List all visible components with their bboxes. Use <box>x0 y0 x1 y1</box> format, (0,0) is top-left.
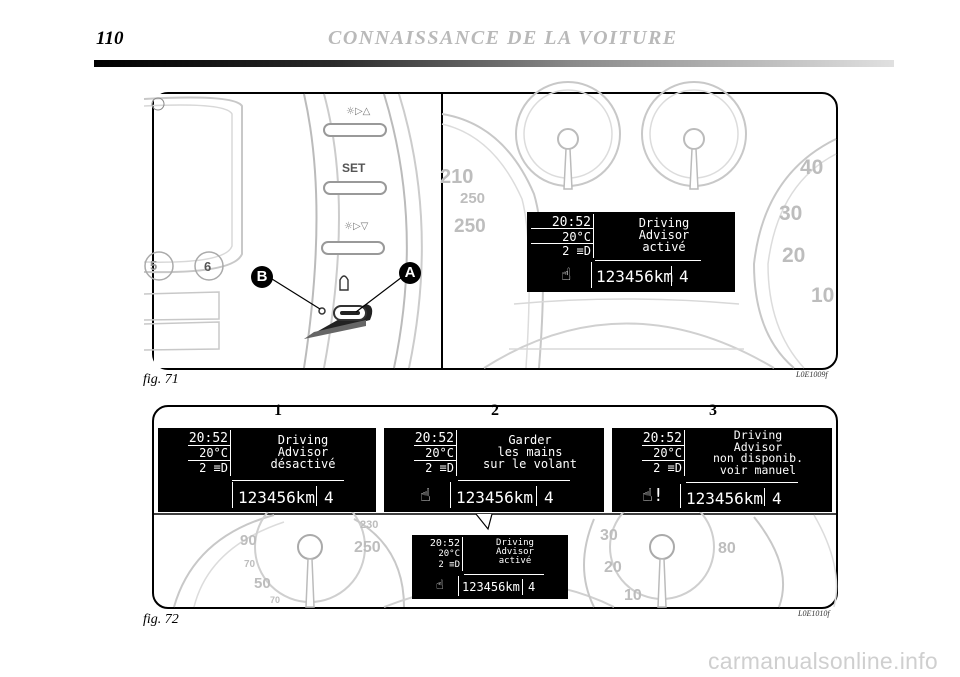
svg-text:☼▷▽: ☼▷▽ <box>344 221 369 232</box>
fig72-illustration <box>154 491 838 608</box>
hand-icon: ☝ <box>561 265 572 285</box>
display-odometer: 123456km <box>462 580 520 594</box>
driving-advisor-display: 20:52 20°C 2 ≡D Driving Advisor activé ☝… <box>527 212 735 292</box>
display-odometer: 123456km <box>686 489 764 508</box>
display-panel-1: 20:52 20°C 2 ≡D Driving Advisor désactiv… <box>158 428 376 512</box>
keypad-label: 6 <box>204 259 212 274</box>
display-time: 20:52 <box>429 538 460 549</box>
display-gear-indicator: 2 ≡D <box>425 461 454 475</box>
display-message: Driving Advisor non disponib. voir manue… <box>712 428 803 478</box>
page-number: 110 <box>96 28 124 49</box>
callout-a: A <box>399 262 421 284</box>
figure-code: L0E1009f <box>796 370 828 379</box>
display-panel-2: 20:52 20°C 2 ≡D Garder les mains sur le … <box>384 428 604 512</box>
dial-label: 80 <box>718 540 736 557</box>
speed-label: 250 <box>454 216 486 237</box>
display-gear: 4 <box>528 580 536 594</box>
dial-label: 230 <box>360 519 379 531</box>
figure-72: 1 2 3 20:52 20°C 2 ≡D Driving Advisor dé… <box>152 402 838 609</box>
hand-icon: ☝ <box>436 578 444 593</box>
display-gear: 4 <box>772 489 782 508</box>
svg-text:☼▷△: ☼▷△ <box>346 106 371 117</box>
display-message: Garder les mains sur le volant <box>483 433 577 472</box>
display-time: 20:52 <box>551 215 591 230</box>
display-odometer: 123456km <box>456 488 534 507</box>
display-message: Driving Advisor désactivé <box>270 433 336 472</box>
display-message: Driving Advisor activé <box>496 538 534 567</box>
dial-label: 20 <box>604 559 622 576</box>
display-temperature: 20°C <box>425 446 454 460</box>
panel-number: 3 <box>709 402 717 419</box>
display-temperature: 20°C <box>438 549 460 559</box>
dial-label: 30 <box>600 527 618 544</box>
figure-caption: fig. 72 <box>143 612 179 627</box>
keypad-button-5 <box>144 251 174 281</box>
dial-label: 30 <box>779 202 803 225</box>
display-gear: 4 <box>544 488 554 507</box>
display-odometer: 123456km <box>238 488 316 507</box>
set-label: SET <box>342 161 366 175</box>
display-gear: 4 <box>324 488 334 507</box>
dial-label: 90 <box>240 532 257 549</box>
display-temperature: 20°C <box>562 230 591 244</box>
display-gear: 4 <box>679 267 689 286</box>
display-temperature: 20°C <box>199 446 228 460</box>
dial-label: 50 <box>254 575 271 592</box>
display-gear-indicator: 2 ≡D <box>438 560 460 570</box>
display-odometer: 123456km <box>596 267 674 286</box>
display-gear-indicator: 2 ≡D <box>653 461 682 475</box>
dial-label: 70 <box>270 595 281 605</box>
hand-on-wheel-icon: ☝ <box>420 485 431 506</box>
keypad-button-6 <box>194 251 224 281</box>
speed-label: 250 <box>460 190 486 207</box>
speed-label: 210 <box>440 166 474 188</box>
display-temperature: 20°C <box>653 446 682 460</box>
figure-caption: fig. 71 <box>143 372 179 387</box>
header-rule <box>94 60 894 67</box>
panel-number: 1 <box>274 402 282 419</box>
panel-number: 2 <box>491 402 499 419</box>
watermark: carmanualsonline.info <box>707 648 938 674</box>
display-gear-indicator: 2 ≡D <box>562 244 591 258</box>
callout-b: B <box>251 266 273 288</box>
small-display: 20:52 20°C 2 ≡D Driving Advisor activé ☝… <box>412 535 568 599</box>
dial-label: 40 <box>800 156 824 179</box>
hand-icon <box>339 275 349 291</box>
hand-warning-icon: ☝! <box>642 485 664 506</box>
fig71-illustration: ☼▷△ ☼▷▽ <box>143 81 837 369</box>
figure-71: ☼▷△ ☼▷▽ B A SET 5 6 210 250 <box>143 81 838 370</box>
figure-code: L0E1010f <box>798 609 830 618</box>
display-panel-3: 20:52 20°C 2 ≡D Driving Advisor non disp… <box>612 428 832 512</box>
dial-label: 250 <box>354 539 381 556</box>
keypad-label: 5 <box>150 258 158 273</box>
dial-label: 20 <box>782 244 806 267</box>
display-gear-indicator: 2 ≡D <box>199 461 228 475</box>
display-message: Driving Advisor activé <box>638 216 690 255</box>
display-time: 20:52 <box>642 431 682 446</box>
display-time: 20:52 <box>414 431 454 446</box>
dial-label: 10 <box>811 284 835 307</box>
dial-label: 10 <box>624 587 642 604</box>
section-title: CONNAISSANCE DE LA VOITURE <box>328 27 678 49</box>
display-time: 20:52 <box>188 431 228 446</box>
dial-label: 70 <box>244 559 256 570</box>
